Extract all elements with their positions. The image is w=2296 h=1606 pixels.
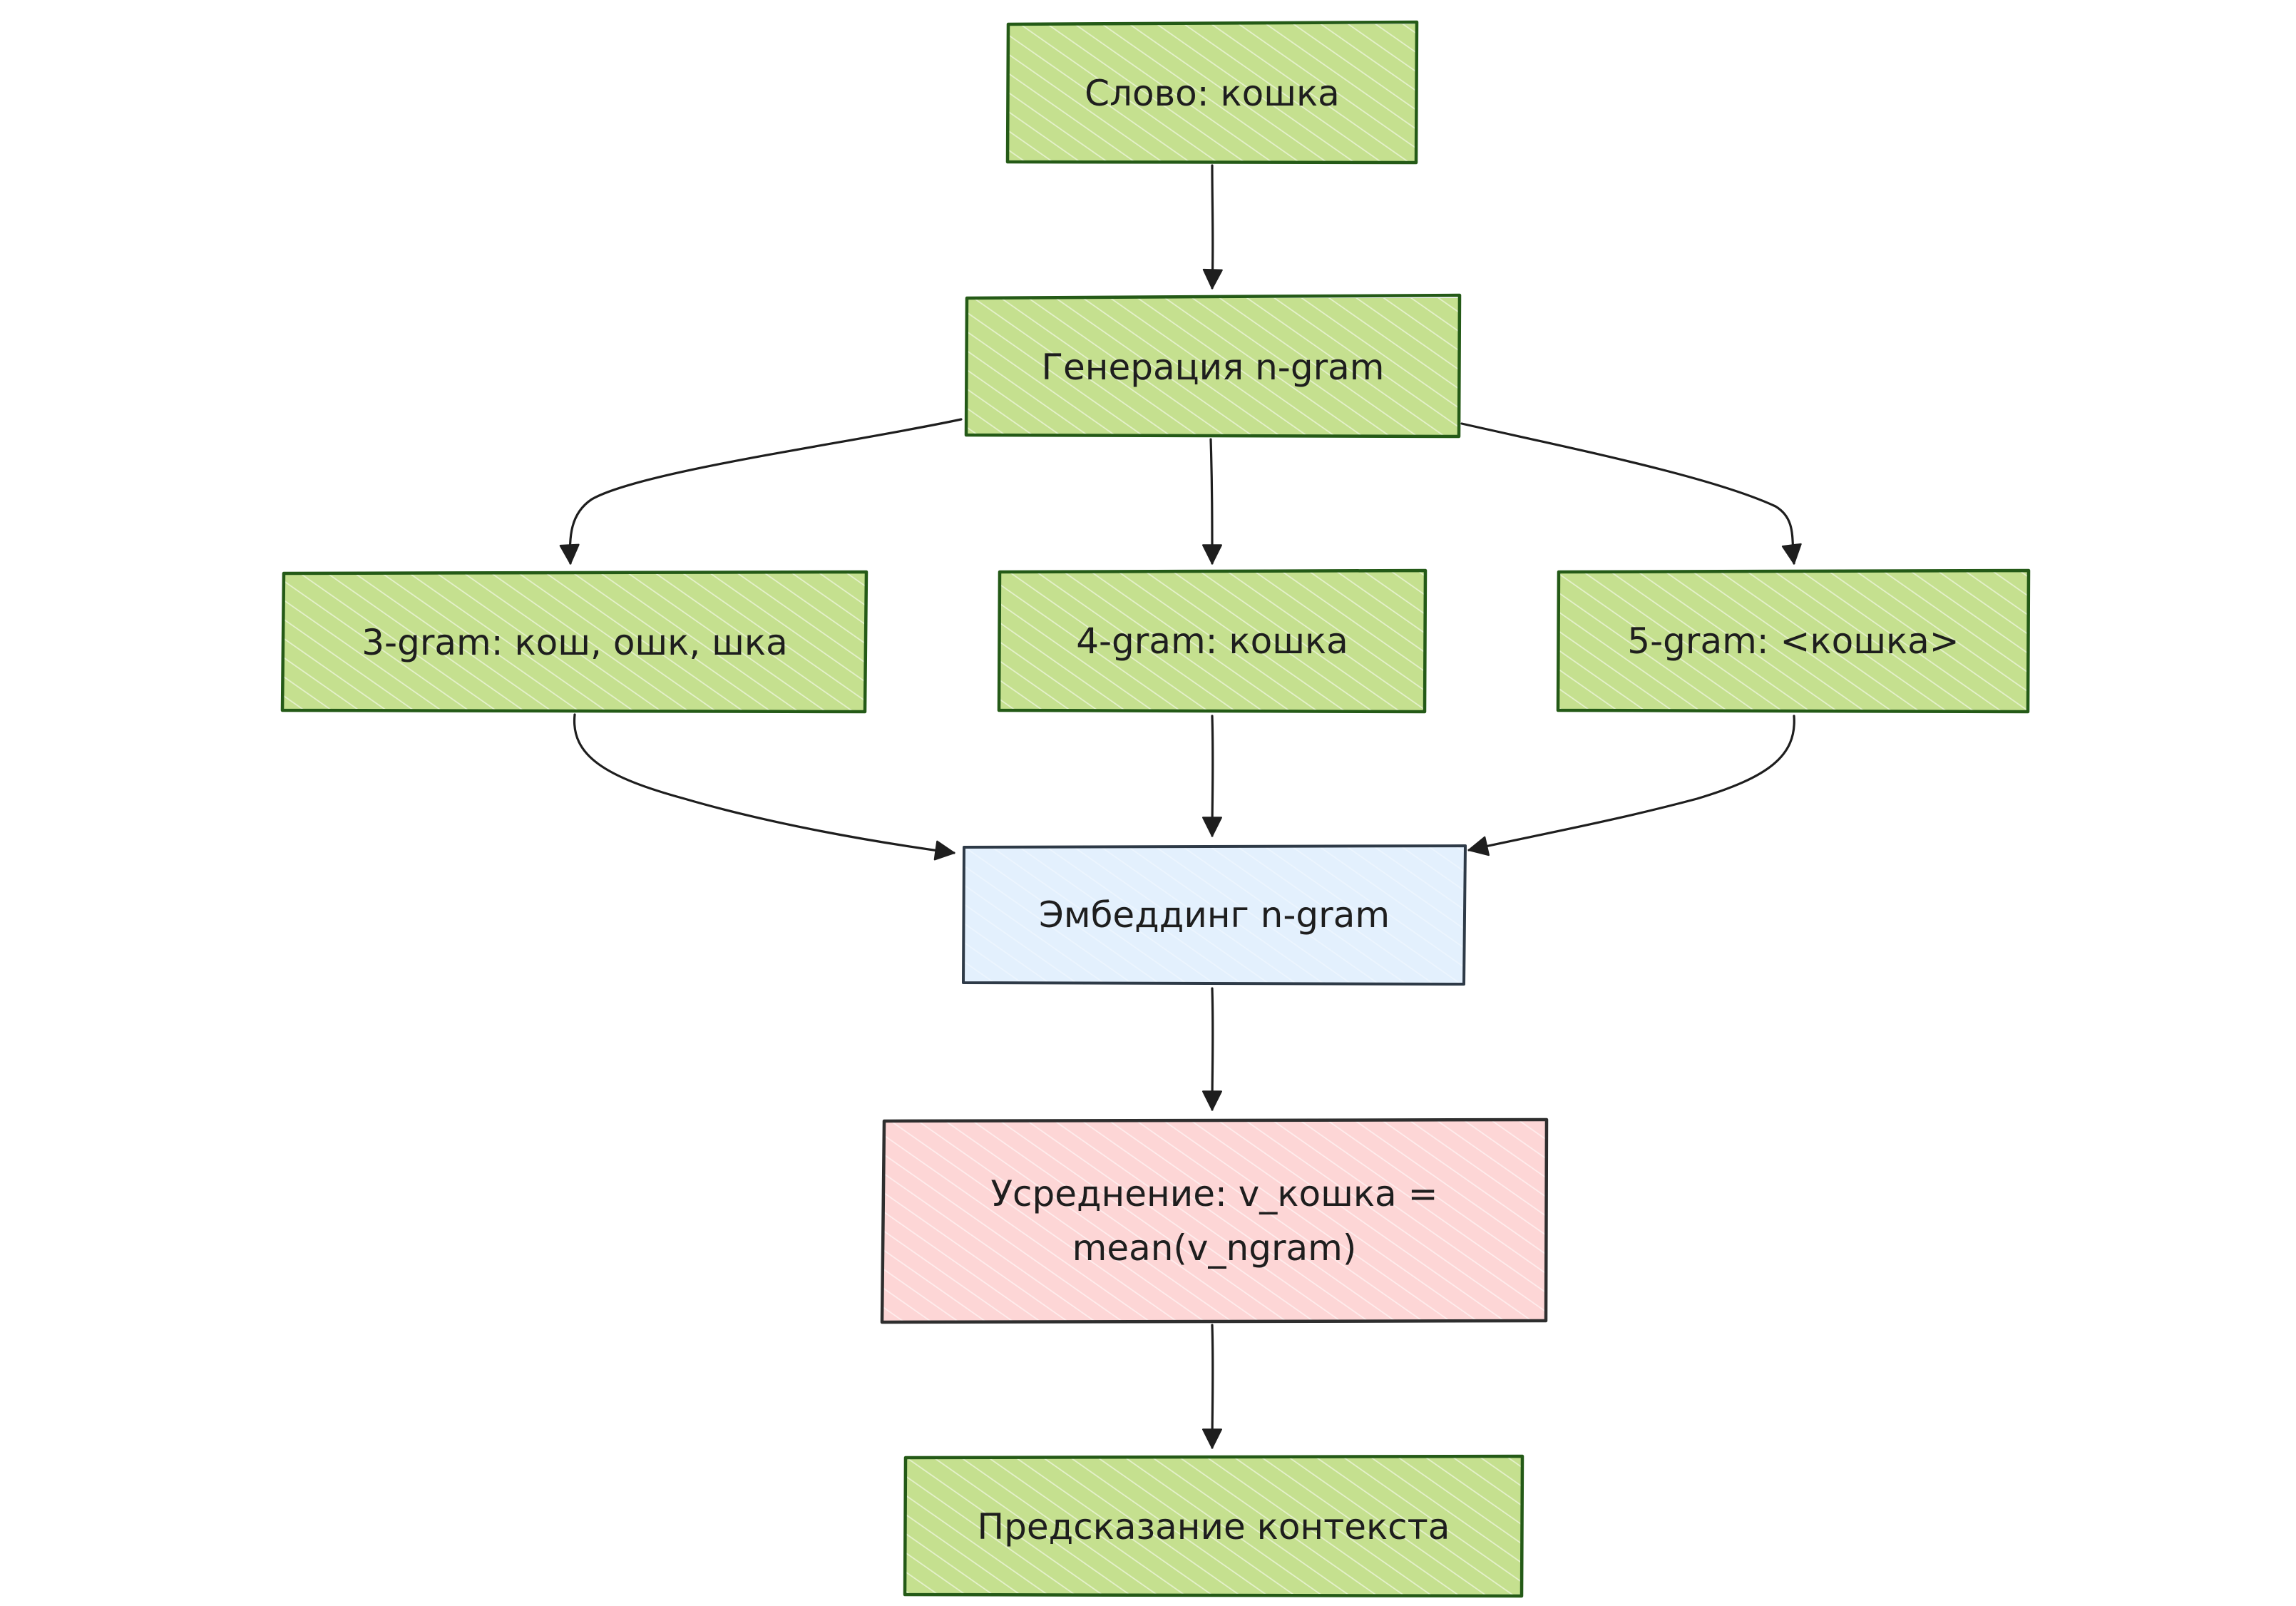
edge-ngram-gen-to-4gram	[1201, 438, 1222, 565]
node-4gram-text: 4-gram: кошка	[1076, 620, 1348, 662]
node-4gram	[997, 568, 1428, 714]
edge-4gram-to-embedding	[1202, 715, 1223, 837]
edge-word-to-ngram-gen	[1202, 164, 1223, 290]
node-prediction-text: Предсказание контекста	[977, 1506, 1450, 1548]
node-ngram-gen-text: Генерация n-gram	[1041, 347, 1385, 388]
node-embedding	[962, 844, 1467, 986]
node-word	[1005, 20, 1419, 165]
node-3gram-text: 3-gram: кош, ошк, шка	[362, 622, 788, 663]
node-embedding-label: Эмбеддинг n-gram	[964, 847, 1465, 983]
node-averaging-text-line2: mean(v_ngram)	[1072, 1227, 1357, 1269]
node-5gram-text: 5-gram: <кошка>	[1627, 620, 1959, 662]
node-word-text: Слово: кошка	[1085, 73, 1340, 114]
edge-3gram-to-embedding	[573, 713, 955, 861]
node-4gram-label: 4-gram: кошка	[1000, 572, 1425, 710]
node-5gram	[1556, 568, 2031, 714]
edges-group	[559, 164, 1802, 1449]
node-prediction	[903, 1454, 1524, 1598]
node-embedding-text: Эмбеддинг n-gram	[1038, 894, 1390, 936]
node-ngram-gen	[964, 293, 1462, 439]
node-ngram-gen-label: Генерация n-gram	[967, 298, 1459, 436]
node-averaging-text-line1: Усреднение: v_кошка =	[990, 1173, 1438, 1214]
edge-ngram-gen-to-5gram	[1460, 422, 1802, 565]
node-5gram-label: 5-gram: <кошка>	[1559, 572, 2028, 710]
node-prediction-label: Предсказание контекста	[906, 1458, 1522, 1596]
node-3gram-label: 3-gram: кош, ошк, шка	[284, 573, 866, 712]
node-3gram	[280, 570, 868, 714]
edge-ngram-gen-to-3gram	[559, 418, 963, 565]
edge-embedding-to-averaging	[1202, 987, 1223, 1111]
node-averaging	[880, 1117, 1549, 1324]
edge-5gram-to-embedding	[1467, 715, 1795, 856]
node-averaging-label: Усреднение: v_кошка = mean(v_ngram)	[883, 1121, 1546, 1321]
edge-averaging-to-prediction	[1202, 1324, 1223, 1449]
node-word-label: Слово: кошка	[1008, 24, 1416, 163]
